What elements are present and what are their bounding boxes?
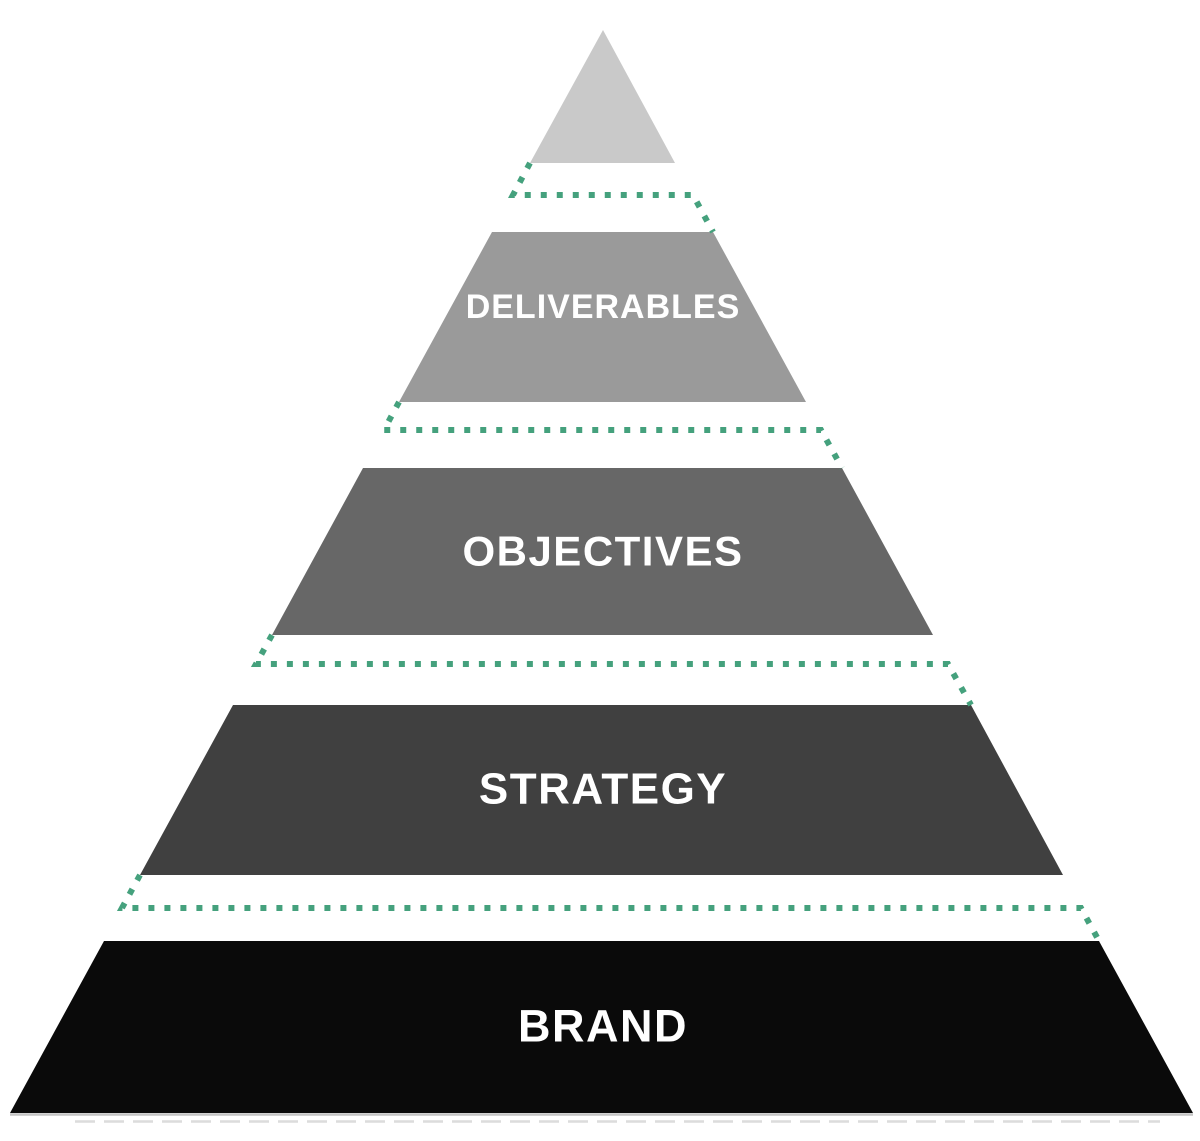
- dotted-divider-4: [116, 873, 1102, 943]
- dotted-divider-3: [250, 633, 974, 707]
- deliverables-label: DELIVERABLES: [466, 288, 741, 326]
- pyramid-level-strategy: [140, 705, 1063, 875]
- dotted-divider-2: [378, 400, 845, 470]
- pyramid-level-objectives: [272, 468, 933, 635]
- pyramid-level-deliverables: [399, 232, 806, 402]
- dotted-divider-1: [508, 161, 716, 234]
- level-labels: DELIVERABLES OBJECTIVES STRATEGY BRAND: [462, 288, 743, 1052]
- strategy-label: STRATEGY: [479, 765, 727, 814]
- objectives-label: OBJECTIVES: [462, 528, 743, 575]
- brand-label: BRAND: [518, 1001, 688, 1052]
- pyramid-level-apex: [530, 30, 675, 163]
- pyramid-level-brand: [10, 941, 1193, 1113]
